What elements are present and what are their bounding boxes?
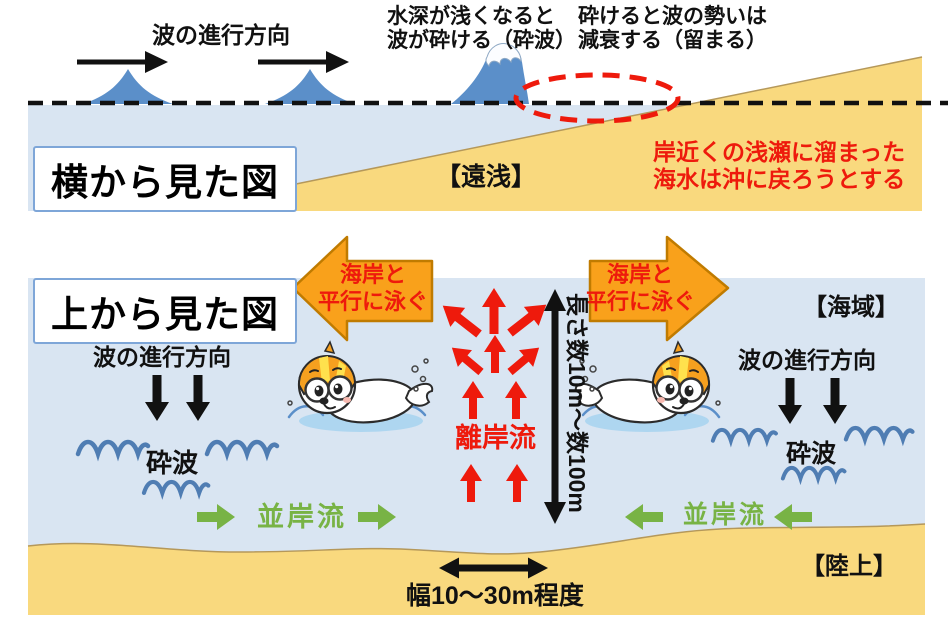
rip-length-double-arrow	[544, 289, 566, 524]
top-wave-direction-right: 波の進行方向	[738, 347, 876, 373]
swim-parallel-label-left: 海岸と 平行に泳ぐ	[317, 262, 428, 314]
swim-parallel-arrow-left	[291, 235, 434, 342]
breaker-label-left: 砕波	[146, 448, 199, 478]
wave-direction-arrow-1	[77, 51, 168, 73]
rip-length-label: 長さ数10m～数100m	[564, 293, 590, 513]
wave-crest-2	[265, 69, 355, 104]
swim-parallel-arrow-right	[588, 235, 730, 342]
shallow-beach-label: 【遠浅】	[436, 163, 537, 191]
sea-area-label: 【海域】	[803, 294, 899, 321]
rip-current-label: 離岸流	[455, 423, 536, 453]
rip-width-double-arrow	[439, 557, 548, 579]
top-view-title: 上から見た図	[33, 278, 297, 344]
rip-width-label: 幅10～30m程度	[406, 582, 584, 610]
side-wave-direction-label: 波の進行方向	[152, 22, 290, 48]
side-view-title: 横から見た図	[33, 146, 297, 212]
breaker-label-right: 砕波	[786, 440, 837, 468]
return-flow-note: 岸近くの浅瀬に溜まった 海水は沖に戻ろうとする	[653, 139, 906, 192]
breaking-wave-foam	[485, 43, 522, 68]
beach-shoreline-edge	[27, 523, 926, 555]
wave-direction-arrow-2	[258, 51, 349, 73]
longshore-label-left: 並岸流	[257, 502, 347, 532]
decay-note: 砕けると波の勢いは 減衰する（留まる）	[578, 5, 767, 52]
top-view-panel	[27, 235, 926, 615]
longshore-label-right: 並岸流	[683, 501, 768, 529]
breaking-note: 水深が浅くなると 波が砕ける（砕波）	[387, 5, 576, 52]
wave-crest-1	[83, 69, 173, 104]
wave-decay-highlight-ellipse	[513, 72, 681, 124]
land-label: 【陸上】	[801, 553, 897, 580]
swim-parallel-label-right: 海岸と 平行に泳ぐ	[584, 262, 695, 314]
top-wave-direction-left: 波の進行方向	[93, 344, 231, 370]
